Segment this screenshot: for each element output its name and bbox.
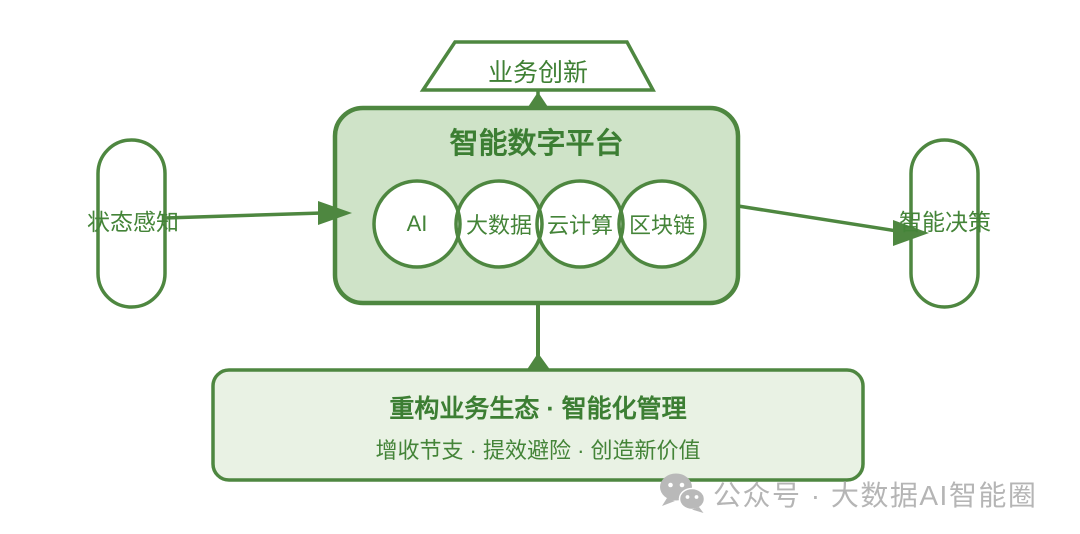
connector-right-arrowhead [893, 220, 929, 246]
watermark-text: 公众号 · 大数据AI智能圈 [713, 480, 1038, 511]
outcome-title: 重构业务生态 · 智能化管理 [389, 395, 687, 423]
connector-top-arrowhead [528, 92, 548, 107]
state-perception-label: 状态感知 [87, 209, 179, 235]
component-circle [619, 181, 705, 267]
business-innovation-trapezoid [419, 40, 656, 92]
component-label-cloud: 云计算 [546, 213, 613, 238]
right-capsule [909, 138, 980, 309]
component-circle [537, 181, 623, 267]
component-label-ai: AI [406, 211, 428, 236]
wechat-icon [660, 473, 706, 513]
component-circle [374, 181, 460, 267]
connector-left-arrowhead [318, 201, 352, 225]
component-label-bigdata: 大数据 [465, 213, 532, 238]
connector-left-line [164, 211, 323, 220]
component-circle-outline [372, 179, 462, 269]
component-circle-outline [617, 179, 707, 269]
component-circle-outline [454, 179, 544, 269]
component-circle-outline [535, 179, 625, 269]
smart-decision-label: 智能决策 [899, 209, 991, 235]
watermark: 公众号 · 大数据AI智能圈 [659, 472, 1037, 516]
connector-right-line [737, 204, 898, 233]
component-label-blockchain: 区块链 [628, 213, 695, 238]
business-innovation-label: 业务创新 [487, 59, 588, 87]
platform-title: 智能数字平台 [449, 128, 624, 160]
left-capsule [96, 138, 167, 309]
outcome-subtitle: 增收节支 · 提效避险 · 创造新价值 [375, 438, 701, 463]
component-circle [456, 181, 542, 267]
connector-bottom-arrowhead [526, 353, 551, 371]
